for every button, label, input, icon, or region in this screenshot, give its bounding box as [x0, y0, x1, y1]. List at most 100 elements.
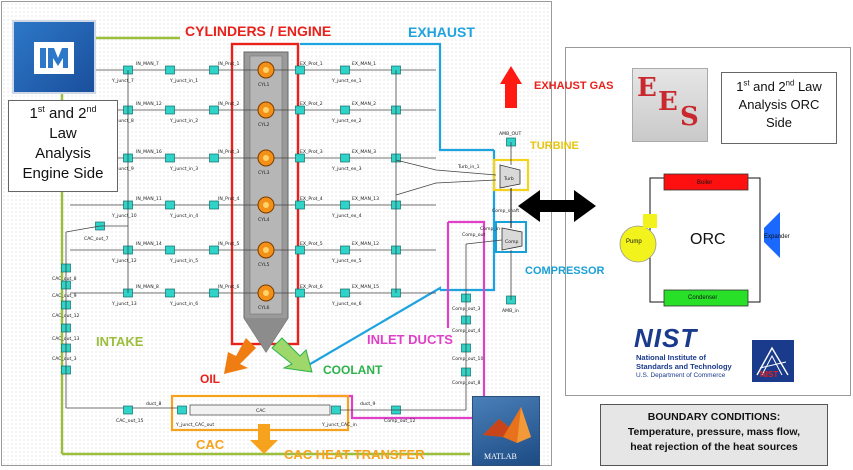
exhaust-manifold-label-3: EX_MAN_3 — [352, 149, 376, 155]
node-r5-c5 — [340, 245, 350, 255]
exhaust-junction-label-6: Y_junct_ex_6 — [331, 301, 362, 307]
orc-pump — [619, 225, 657, 263]
amb-in-label: AMB_in — [502, 308, 519, 314]
cac-out-15-node — [123, 405, 133, 415]
exhaust-port-label-2: EX_Prot_2 — [300, 101, 323, 107]
node-r4-c5 — [340, 200, 350, 210]
node-r2-c2 — [165, 105, 175, 115]
node-r4-c3 — [209, 200, 219, 210]
exhaust-manifold-label-5: EX_MAN_12 — [352, 241, 379, 247]
exhaust-port-label-3: EX_Prot_3 — [300, 149, 323, 155]
intake-manifold-label-2: IN_MAN_12 — [136, 101, 162, 107]
ees-logo — [632, 68, 708, 142]
y-junct-cac-out-label: Y_junct_CAC_out — [175, 422, 214, 428]
coolant-arrow — [271, 337, 313, 373]
turbine-symbol-label: Turb — [503, 176, 514, 182]
oil-label: OIL — [200, 372, 220, 386]
cylinder-label-2: CYL2 — [258, 122, 269, 128]
intake-manifold-label-6: IN_MAN_8 — [136, 284, 159, 290]
cylinder-core-6 — [263, 290, 269, 296]
engine-side-text: 1st and 2nd Law Analysis Engine Side — [22, 104, 104, 183]
left-junction-label-5: Y_junct_12 — [111, 258, 137, 264]
cac-out-7-label: CAC_out_7 — [84, 236, 109, 242]
matlab-membrane-icon — [483, 407, 531, 443]
turb-in-label: Turb_in_1 — [457, 164, 480, 170]
node-r3-c2 — [165, 153, 175, 163]
cylinder-core-2 — [263, 107, 269, 113]
left-junction-label-3: Y_junct_9 — [111, 166, 134, 172]
exhaust-region-lower — [299, 286, 442, 371]
orc-boiler — [663, 173, 749, 191]
boiler-label: Boiler — [697, 180, 713, 186]
comp-out-12-label: Comp_out_12 — [384, 418, 415, 424]
exhaust-junction-label-3: Y_junct_ex_3 — [331, 166, 362, 172]
node-r2-c5 — [340, 105, 350, 115]
orc-center-label: ORC — [690, 231, 726, 248]
node-r6-c5 — [340, 288, 350, 298]
expander-label: Expander — [764, 234, 790, 240]
matlab-label: MATLAB — [484, 452, 517, 461]
nist-badge-text: NIST — [760, 370, 779, 379]
intake-junction-label-5: Y_junct_in_5 — [169, 258, 198, 264]
cylinder-label-6: CYL6 — [258, 305, 269, 311]
exhaust-manifold-label-4: EX_MAN_13 — [352, 196, 379, 202]
cylinder-core-3 — [263, 155, 269, 161]
left-junction-label-6: Y_junct_13 — [111, 301, 137, 307]
ees-letter-e2: E — [658, 87, 678, 117]
orc-side-box — [721, 72, 837, 144]
ees-letter-s: S — [680, 102, 699, 132]
boundary-conditions-box — [600, 404, 828, 466]
cac-to-manifold-line — [65, 225, 128, 233]
comp-out-label: Comp_out — [462, 232, 485, 238]
turbine-symbol — [499, 164, 521, 189]
y-junct-cac-in-label: Y_junct_CAC_in — [321, 422, 357, 428]
intake-junction-label-1: Y_junct_in_1 — [169, 78, 198, 84]
inlet-port-label-1: IN_Prot_1 — [218, 61, 239, 67]
turbine-label: TURBINE — [530, 140, 579, 152]
cac-heat-transfer-label: CAC HEAT TRANSFER — [284, 447, 425, 462]
node-r1-c4 — [295, 65, 305, 75]
engine-block-inner — [249, 55, 283, 315]
engine-side-box — [8, 100, 118, 192]
comp-in-label: Comp_in — [480, 226, 500, 232]
cylinder-label-3: CYL3 — [258, 170, 269, 176]
cylinder-label-1: CYL1 — [258, 82, 269, 88]
orc-condenser — [663, 289, 749, 307]
nist-badge — [752, 340, 794, 382]
exhaust-gas-arrow — [500, 66, 522, 108]
ees-letter-e1: E — [637, 73, 657, 103]
exhaust-port-label-5: EX_Prot_5 — [300, 241, 323, 247]
intake-junction-label-2: Y_junct_in_2 — [169, 118, 198, 124]
cylinder-core-1 — [263, 67, 269, 73]
node-r2-c4 — [295, 105, 305, 115]
exhaust-gas-label: EXHAUST GAS — [534, 80, 614, 92]
cac-label: CAC — [196, 437, 225, 452]
orc-expander — [764, 212, 780, 258]
node-r4-c4 — [295, 200, 305, 210]
cylinders-engine-label: CYLINDERS / ENGINE — [185, 23, 332, 39]
node-r6-c2 — [165, 288, 175, 298]
exhaust-region-right — [440, 150, 496, 292]
intake-manifold-label-4: IN_MAN_11 — [136, 196, 162, 202]
cac-out-15-label: CAC_out_15 — [116, 418, 144, 424]
node-r5-c3 — [209, 245, 219, 255]
intake-junction-label-4: Y_junct_in_4 — [169, 213, 198, 219]
orc-pump-outlet — [643, 214, 657, 228]
left-junction-label-2: Y_junct_8 — [111, 118, 134, 124]
cylinder-label-5: CYL5 — [258, 262, 269, 268]
cac-node-label-5: CAC_out_3 — [52, 356, 77, 362]
cylinder-core-4 — [263, 202, 269, 208]
node-r1-c2 — [165, 65, 175, 75]
node-r3-c4 — [295, 153, 305, 163]
exhaust-port-label-4: EX_Prot_4 — [300, 196, 323, 202]
cylinder-core-5 — [263, 247, 269, 253]
exhaust-region-outline — [300, 42, 494, 152]
duct-9-label: duct_9 — [360, 401, 375, 407]
node-r6-c4 — [295, 288, 305, 298]
intake-manifold-label-3: IN_MAN_16 — [136, 149, 162, 155]
node-r2-c3 — [209, 105, 219, 115]
node-r4-c2 — [165, 200, 175, 210]
engine-block-bottom — [244, 318, 288, 352]
exhaust-manifold-label-6: EX_MAN_15 — [352, 284, 379, 290]
nist-line3: U.S. Department of Commerce — [636, 372, 726, 379]
